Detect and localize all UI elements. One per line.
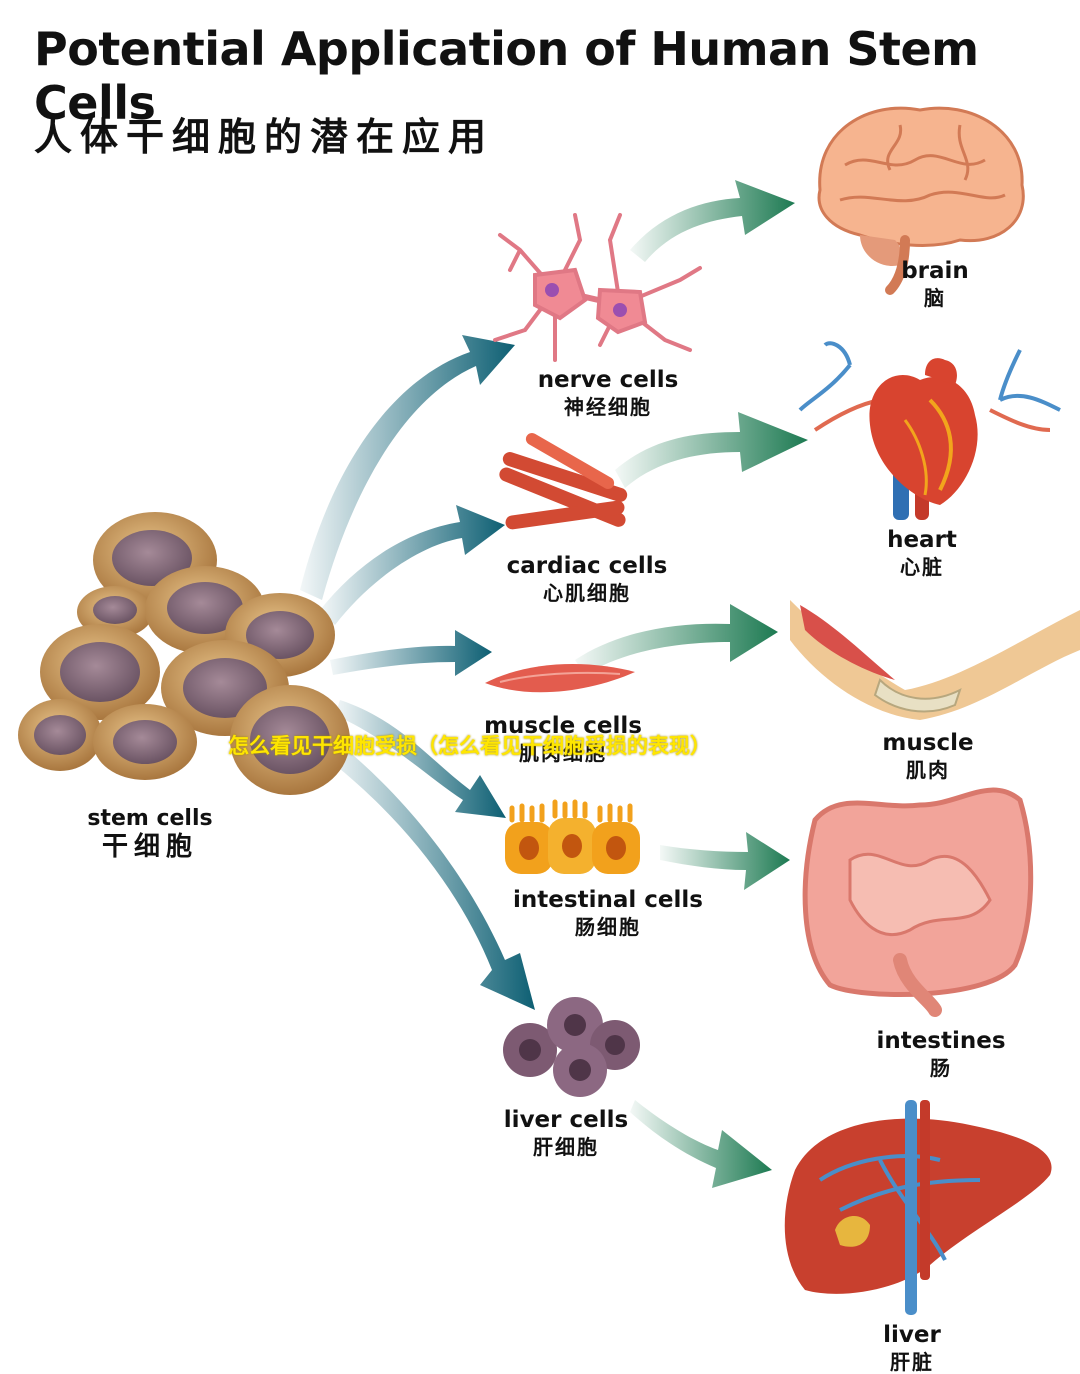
- cardiac-cells-en: cardiac cells: [506, 553, 668, 579]
- nerve-cells-label: nerve cells 神经细胞: [508, 367, 708, 419]
- liver-organ-illustration: [784, 1100, 1052, 1315]
- intestines-en: intestines: [876, 1028, 1006, 1054]
- intestinal-cells-illustration: [505, 799, 640, 874]
- liver-cells-label: liver cells 肝细胞: [466, 1107, 666, 1159]
- cardiac-cells-label: cardiac cells 心肌细胞: [487, 553, 687, 605]
- cardiac-cells-illustration: [499, 433, 628, 530]
- muscle-cell-illustration: [485, 664, 635, 693]
- liver-zh: 肝脏: [890, 1349, 934, 1374]
- title-english: Potential Application of Human Stem Cell…: [34, 22, 979, 130]
- intestinal-cells-en: intestinal cells: [513, 887, 703, 913]
- cells-to-organs-arrows: [575, 180, 808, 1188]
- stem-cells-label: stem cells 干细胞: [60, 806, 240, 864]
- stem-to-cells-arrows: [300, 335, 535, 1010]
- brain-zh: 脑: [924, 285, 946, 310]
- stem-cells-en: stem cells: [87, 806, 213, 831]
- liver-cells-en: liver cells: [503, 1107, 629, 1133]
- stem-cell-cluster: [18, 512, 350, 795]
- stem-cells-zh: 干细胞: [101, 832, 198, 863]
- liver-label: liver 肝脏: [852, 1322, 972, 1374]
- arrow-to-liver: [325, 740, 535, 1010]
- liver-cells-illustration: [503, 997, 640, 1097]
- muscle-cells-en: muscle cells: [484, 713, 642, 739]
- arrow-to-intestinal: [335, 700, 506, 818]
- intestines-zh: 肠: [930, 1055, 952, 1080]
- arrow-to-intestines: [660, 832, 790, 890]
- heart-en: heart: [887, 527, 957, 553]
- cardiac-cells-zh: 心肌细胞: [543, 580, 631, 605]
- arrow-to-cardiac: [320, 505, 505, 625]
- muscle-zh: 肌肉: [906, 757, 950, 782]
- heart-illustration: [798, 341, 1061, 520]
- muscle-cells-label: muscle cells 肌肉细胞: [463, 713, 663, 765]
- intestines-illustration: [802, 787, 1034, 1017]
- intestinal-cells-zh: 肠细胞: [575, 914, 641, 939]
- muscle-en: muscle: [882, 730, 974, 756]
- intestinal-cells-label: intestinal cells 肠细胞: [493, 887, 723, 939]
- arrow-to-nerve: [300, 335, 515, 600]
- liver-cells-zh: 肝细胞: [533, 1134, 599, 1159]
- arrow-to-muscle: [330, 630, 492, 676]
- arrow-to-liver-organ: [630, 1100, 772, 1188]
- nerve-cells-zh: 神经细胞: [564, 394, 652, 419]
- watermark-caption: 怎么看见干细胞受损（怎么看见干细胞受损的表现）: [228, 734, 711, 758]
- heart-zh: 心脏: [900, 554, 944, 579]
- liver-en: liver: [883, 1322, 941, 1348]
- arrow-to-muscle-organ: [575, 604, 778, 675]
- nerve-cells-en: nerve cells: [537, 367, 679, 393]
- muscle-label: muscle 肌肉: [868, 730, 988, 782]
- arrow-to-brain: [630, 180, 795, 262]
- intestines-label: intestines 肠: [866, 1028, 1016, 1080]
- title-chinese: 人体干细胞的潜在应用: [34, 115, 495, 159]
- heart-label: heart 心脏: [862, 527, 982, 579]
- muscle-arm-illustration: [790, 600, 1080, 720]
- brain-en: brain: [901, 258, 969, 284]
- arrow-to-heart: [615, 412, 808, 488]
- muscle-cells-zh: 肌肉细胞: [519, 740, 607, 765]
- nerve-cells-illustration: [493, 213, 702, 362]
- brain-illustration: [817, 106, 1025, 295]
- brain-label: brain 脑: [875, 258, 995, 310]
